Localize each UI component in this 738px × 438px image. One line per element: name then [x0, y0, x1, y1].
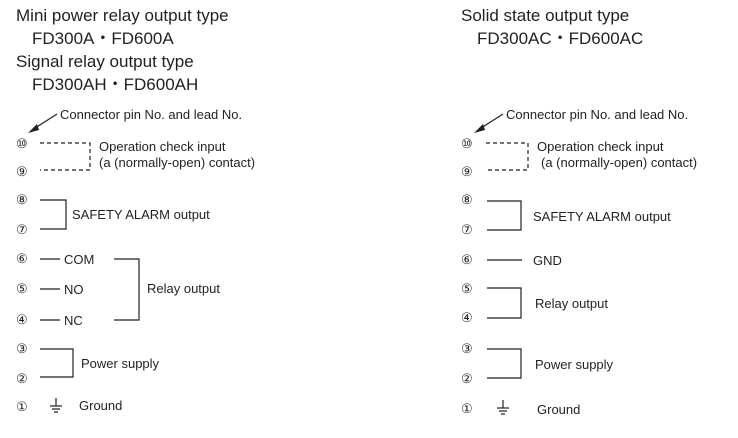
right-pin-5: ⑤ — [461, 281, 473, 296]
right-connector-note: Connector pin No. and lead No. — [506, 107, 688, 122]
right-op-check-bracket — [486, 142, 529, 171]
left-com-label: COM — [64, 252, 94, 267]
right-safety-label: SAFETY ALARM output — [533, 209, 671, 224]
left-title-4: FD300AH・FD600AH — [32, 75, 198, 94]
left-nc-label: NC — [64, 313, 83, 328]
left-power-label: Power supply — [81, 356, 160, 371]
left-relay-label: Relay output — [147, 281, 220, 296]
right-pin-3: ③ — [461, 341, 473, 356]
left-ground-label: Ground — [79, 398, 122, 413]
left-connector-note: Connector pin No. and lead No. — [60, 107, 242, 122]
left-title-1: Mini power relay output type — [16, 6, 229, 25]
left-pin-2: ② — [16, 371, 28, 386]
left-diagram: Mini power relay output type FD300A・FD60… — [16, 6, 255, 414]
right-pin-1: ① — [461, 401, 473, 416]
right-op-check-line1: Operation check input — [537, 139, 664, 154]
right-pin-9: ⑨ — [461, 164, 473, 179]
left-pin-9: ⑨ — [16, 164, 28, 179]
right-title-1: Solid state output type — [461, 6, 629, 25]
right-diagram: Solid state output type FD300AC・FD600AC … — [461, 6, 697, 417]
right-power-label: Power supply — [535, 357, 614, 372]
right-gnd-label: GND — [533, 253, 562, 268]
right-connector-arrow — [474, 113, 504, 133]
left-title-3: Signal relay output type — [16, 52, 194, 71]
right-power-bracket — [487, 348, 522, 379]
left-ground-icon — [50, 398, 62, 413]
left-pin-7: ⑦ — [16, 222, 28, 237]
left-pin-5: ⑤ — [16, 281, 28, 296]
right-pin-6: ⑥ — [461, 252, 473, 267]
left-op-check-line1: Operation check input — [99, 139, 226, 154]
right-safety-bracket — [487, 200, 522, 231]
right-relay-bracket — [487, 287, 522, 319]
left-power-bracket — [40, 348, 74, 378]
left-op-check-bracket — [40, 142, 91, 171]
right-ground-label: Ground — [537, 402, 580, 417]
left-pin-1: ① — [16, 399, 28, 414]
left-title-2: FD300A・FD600A — [32, 29, 174, 48]
left-pin-4: ④ — [16, 312, 28, 327]
left-pin-8: ⑧ — [16, 192, 28, 207]
left-safety-label: SAFETY ALARM output — [72, 207, 210, 222]
left-pin-6: ⑥ — [16, 251, 28, 266]
left-no-label: NO — [64, 282, 84, 297]
right-op-check-line2: (a (normally-open) contact) — [541, 155, 697, 170]
right-relay-label: Relay output — [535, 296, 608, 311]
left-relay-bracket — [114, 258, 140, 321]
left-safety-bracket — [40, 199, 67, 230]
right-title-2: FD300AC・FD600AC — [477, 29, 643, 48]
right-pin-8: ⑧ — [461, 192, 473, 207]
right-pin-2: ② — [461, 371, 473, 386]
left-connector-arrow — [28, 113, 58, 133]
right-ground-icon — [497, 400, 509, 415]
left-op-check-line2: (a (normally-open) contact) — [99, 155, 255, 170]
left-pin-3: ③ — [16, 341, 28, 356]
right-pin-7: ⑦ — [461, 222, 473, 237]
right-pin-4: ④ — [461, 310, 473, 325]
right-pin-10: ⑩ — [461, 136, 473, 151]
left-pin-10: ⑩ — [16, 136, 28, 151]
